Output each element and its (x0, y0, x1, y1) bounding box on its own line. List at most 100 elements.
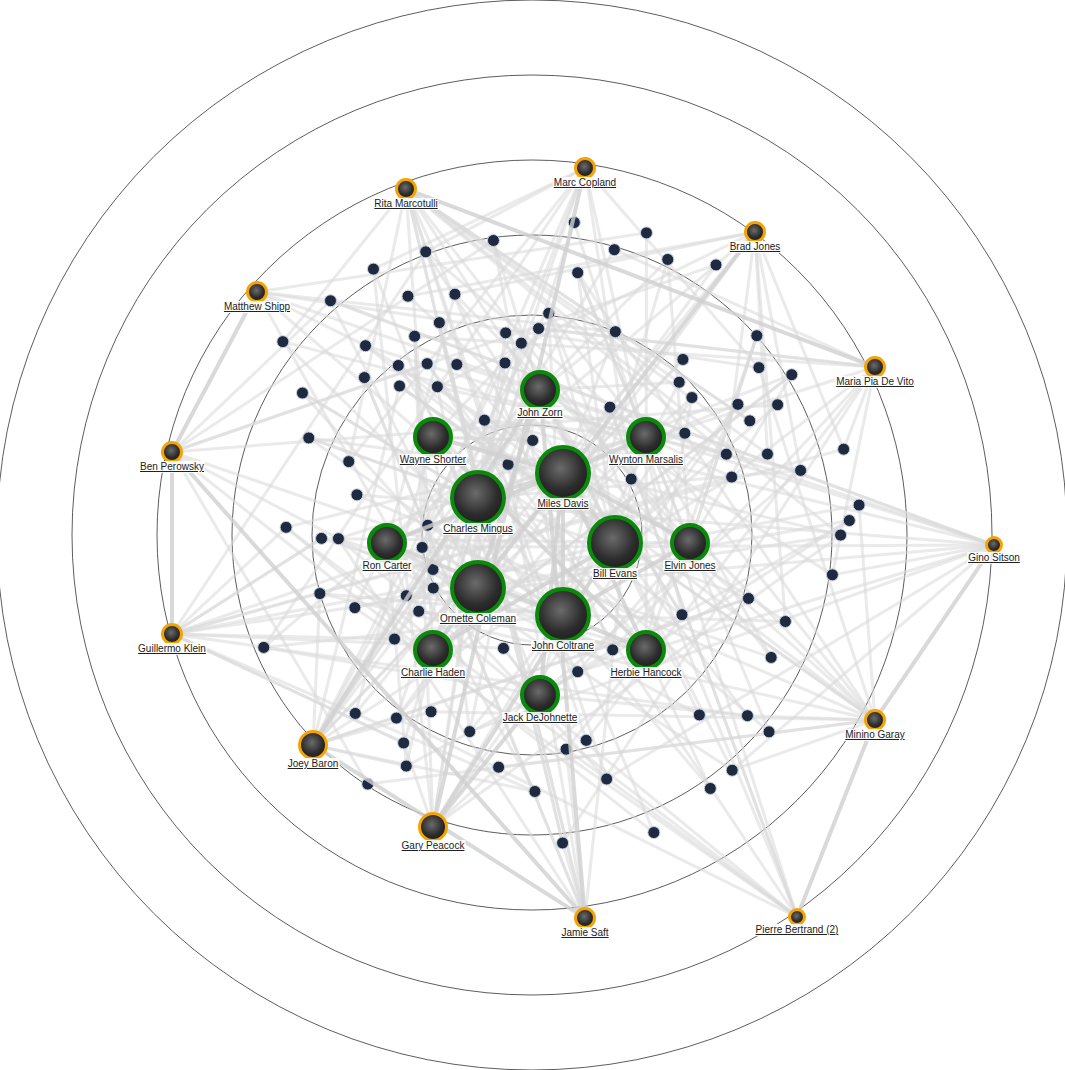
collab-line (355, 608, 797, 917)
artist-dot (772, 399, 784, 411)
collab-connector (881, 552, 989, 710)
artist-dot (763, 726, 775, 738)
artist-name: Wynton Marsalis (608, 454, 684, 466)
artist-dot (478, 414, 490, 426)
outer-artist-node: Pierre Bertrand (2) (788, 908, 806, 926)
artist-dot (420, 246, 432, 258)
artist-name: Joey Baron (287, 758, 340, 770)
artist-dot (358, 372, 370, 384)
outer-artist-node: Rita Marcotulli (395, 178, 417, 200)
artist-name: Jack DeJohnette (502, 712, 579, 724)
artist-dot (726, 471, 738, 483)
artist-dot (742, 592, 754, 604)
artist-dot (449, 288, 461, 300)
outer-artist-node: Jamie Saft (574, 907, 596, 929)
outer-artist-node: Maria Pia De Vito (864, 356, 886, 378)
main-artist-node: Wynton Marsalis (626, 417, 666, 457)
artist-dot (601, 773, 613, 785)
collab-connector (800, 730, 871, 908)
collab-line (540, 382, 679, 390)
collab-line (433, 265, 716, 650)
collab-connector (326, 753, 576, 912)
artist-name: Miles Davis (536, 498, 589, 510)
artist-dot (316, 532, 328, 544)
artist-dot (726, 764, 738, 776)
main-artist-node: John Coltrane (535, 587, 591, 643)
main-artist-node: Wayne Shorter (413, 417, 453, 457)
artist-dot (693, 709, 705, 721)
artist-name: Guillermo Klein (137, 643, 207, 655)
collab-connector (405, 551, 627, 643)
artist-name: Ron Carter (362, 560, 413, 572)
outer-artist-node: Ben Perowsky (161, 441, 183, 463)
artist-dot (427, 582, 439, 594)
artist-dot (280, 521, 292, 533)
artist-dot (835, 529, 847, 541)
artist-dot (402, 290, 414, 302)
artist-dot (673, 376, 685, 388)
outer-artist-node: Gino Sitson (985, 536, 1003, 554)
collab-line (172, 538, 322, 634)
collab-line (759, 368, 875, 720)
artist-dot (751, 330, 763, 342)
artist-name: Matthew Shipp (223, 301, 291, 313)
artist-name: Charles Mingus (442, 523, 513, 535)
outer-artist-node: Minino Garay (864, 709, 886, 731)
artist-dot (400, 760, 412, 772)
artist-dot (394, 380, 406, 392)
artist-dot (409, 330, 421, 342)
main-artist-node: Elvin Jones (670, 523, 710, 563)
artist-dot (533, 323, 545, 335)
artist-name: Ben Perowsky (139, 461, 205, 473)
artist-dot (497, 642, 509, 654)
artist-name: Jamie Saft (560, 927, 609, 939)
artist-dot (515, 337, 527, 349)
artist-dot (464, 726, 476, 738)
artist-name: Wayne Shorter (399, 454, 467, 466)
artist-dot (367, 263, 379, 275)
outer-artist-node: Joey Baron (298, 730, 328, 760)
collab-line (755, 232, 801, 470)
main-artist-node: Ornette Coleman (450, 560, 506, 616)
artist-dot (451, 359, 463, 371)
collab-connector (321, 407, 529, 733)
artist-name: Elvin Jones (663, 560, 716, 572)
main-artist-node: Charles Mingus (450, 470, 506, 526)
artist-name: Ornette Coleman (439, 613, 517, 625)
artist-dot (277, 336, 289, 348)
collab-line (755, 232, 844, 449)
artist-dot (676, 609, 688, 621)
collab-line (257, 292, 535, 791)
artist-dot (390, 712, 402, 724)
artist-name: Herbie Hancock (609, 667, 682, 679)
artist-dot (487, 234, 499, 246)
collab-line (426, 252, 615, 543)
artist-dot (499, 357, 511, 369)
main-artist-node: Herbie Hancock (626, 630, 666, 670)
artist-dot (843, 515, 855, 527)
orbit-ring (157, 160, 907, 910)
artist-dot (296, 387, 308, 399)
artist-dot (332, 533, 344, 545)
artist-dot (303, 432, 315, 444)
artist-dot (609, 326, 621, 338)
outer-artist-node: Guillermo Klein (161, 623, 183, 645)
collab-connector (416, 193, 864, 363)
collab-line (172, 452, 368, 784)
artist-name: Gino Sitson (967, 552, 1021, 564)
artist-dot (325, 295, 337, 307)
artist-dot (608, 244, 620, 256)
artist-dot (360, 340, 372, 352)
artist-dot (625, 473, 637, 485)
collab-connector (170, 463, 174, 623)
outer-artist-node: Matthew Shipp (246, 281, 268, 303)
artist-dot (765, 651, 777, 663)
artist-dot (761, 448, 773, 460)
artist-dot (572, 666, 584, 678)
main-artist-node: Jack DeJohnette (520, 675, 560, 715)
collab-line (257, 233, 646, 292)
artist-dot (500, 327, 512, 339)
outer-artist-node: Gary Peacock (418, 812, 448, 842)
